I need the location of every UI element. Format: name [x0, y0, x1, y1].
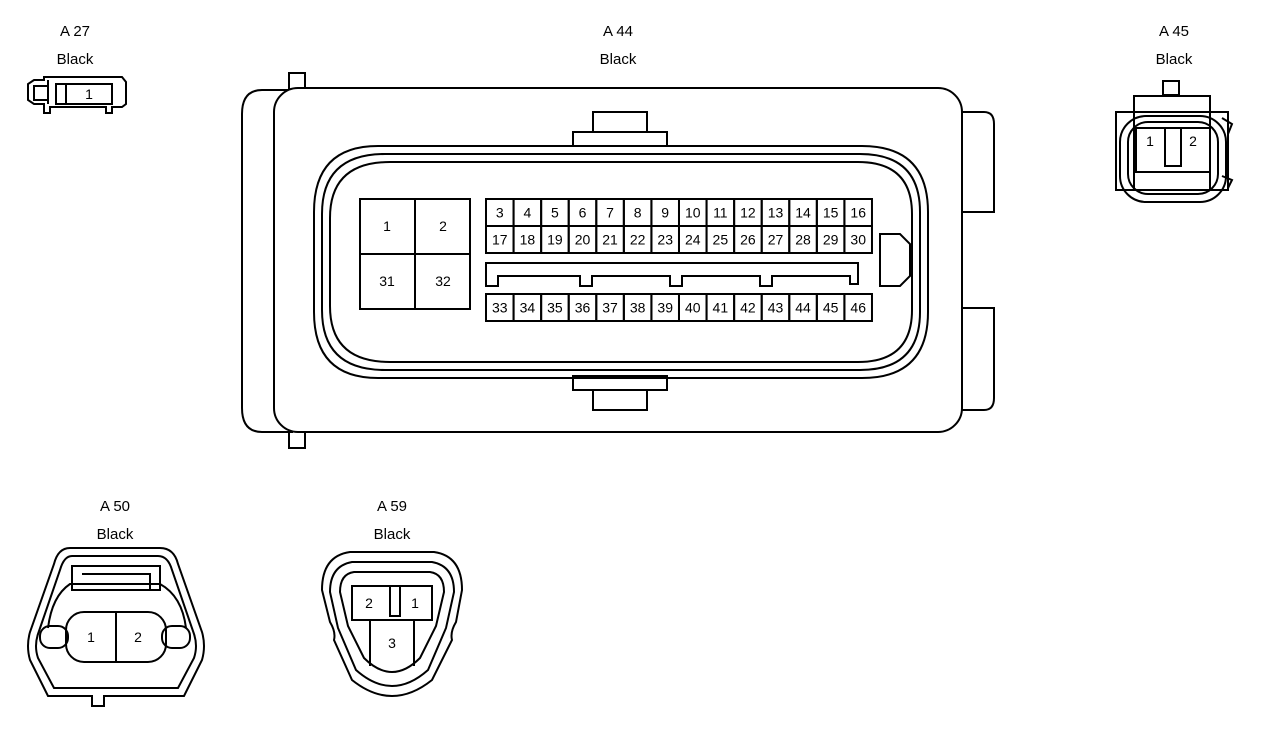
- connector-a44-pin: 46: [850, 300, 866, 316]
- connector-a27-pin: 1: [85, 86, 93, 102]
- connector-a44-pin: 24: [685, 232, 701, 248]
- connector-a44-pin: 1: [383, 218, 391, 234]
- connector-a44: A 44 Black: [241, 23, 995, 449]
- connector-a44-pin: 41: [713, 300, 729, 316]
- connector-a44-pin: 25: [713, 232, 729, 248]
- connector-a44-pin: 28: [795, 232, 811, 248]
- connector-a50-color: Black: [97, 526, 134, 543]
- connector-a59-id: A 59: [377, 498, 407, 515]
- connector-a44-pin-cell: [843, 293, 873, 322]
- connector-a44-pin: 45: [823, 300, 839, 316]
- connector-a50-pin: 1: [87, 629, 95, 645]
- connector-a45-pin: 2: [1189, 133, 1197, 149]
- connector-a44-pin: 3: [496, 205, 504, 221]
- connector-a59-pin: 2: [365, 595, 373, 611]
- connector-a44-pin: 21: [602, 232, 618, 248]
- connector-a27: A 27 Black 1: [27, 23, 127, 114]
- connector-a44-pin: 42: [740, 300, 756, 316]
- connector-a59-pin: 1: [411, 595, 419, 611]
- connector-a44-pin: 23: [657, 232, 673, 248]
- connector-a45-color: Black: [1156, 51, 1193, 68]
- connector-a44-pin: 27: [768, 232, 784, 248]
- connector-a44-pin: 4: [523, 205, 531, 221]
- connector-a44-housing: [241, 72, 995, 449]
- connector-a44-pin: 16: [850, 205, 866, 221]
- connector-a44-pin: 7: [606, 205, 614, 221]
- connector-a44-pin: 2: [439, 218, 447, 234]
- connector-a44-pin: 34: [520, 300, 536, 316]
- connector-a44-pin: 36: [575, 300, 591, 316]
- connector-a44-pin: 22: [630, 232, 646, 248]
- connector-a44-pin: 20: [575, 232, 591, 248]
- connector-a44-pin: 12: [740, 205, 756, 221]
- connector-a44-pin: 5: [551, 205, 559, 221]
- connector-a59-housing: [320, 551, 464, 698]
- connector-a44-pin: 43: [768, 300, 784, 316]
- connector-a44-pin: 30: [850, 232, 866, 248]
- connector-a44-big-pins: 1 2 31 32: [379, 218, 451, 289]
- connector-a50-housing: [27, 547, 205, 707]
- connector-a59-color: Black: [374, 526, 411, 543]
- connector-a45-id: A 45: [1159, 23, 1189, 40]
- connector-a50-id: A 50: [100, 498, 130, 515]
- connector-a44-pin: 26: [740, 232, 756, 248]
- connector-a45-pin: 1: [1146, 133, 1154, 149]
- connector-a44-pin: 18: [520, 232, 536, 248]
- connector-a44-pin: 32: [435, 273, 451, 289]
- connector-a44-pin: 6: [579, 205, 587, 221]
- connector-a50-pin: 2: [134, 629, 142, 645]
- connector-a44-pin: 13: [768, 205, 784, 221]
- connector-a44-pin: 37: [602, 300, 618, 316]
- connector-a44-pin: 29: [823, 232, 839, 248]
- connector-a59-pin: 3: [388, 635, 396, 651]
- connector-a44-pin: 40: [685, 300, 701, 316]
- connector-a44-pin: 8: [634, 205, 642, 221]
- connector-a45: A 45 Black 1 2: [1115, 23, 1234, 203]
- connector-a44-id: A 44: [603, 23, 633, 40]
- connector-a59: A 59 Black 2 1 3: [320, 498, 464, 698]
- connector-a27-id: A 27: [60, 23, 90, 40]
- connector-a44-pin: 31: [379, 273, 395, 289]
- connector-a44-pin: 19: [547, 232, 563, 248]
- connector-a44-pin: 11: [713, 205, 728, 221]
- connector-a44-pin: 10: [685, 205, 701, 221]
- connector-a44-pin: 38: [630, 300, 646, 316]
- connector-a50: A 50 Black 1 2: [27, 498, 205, 707]
- connector-a44-pin-cell: [843, 225, 873, 254]
- connector-a27-housing: [27, 76, 127, 114]
- connector-a44-pin: 14: [795, 205, 811, 221]
- connector-a44-pin: 9: [661, 205, 669, 221]
- connector-a44-pin: 15: [823, 205, 839, 221]
- connector-a45-housing: [1115, 80, 1234, 203]
- connector-a44-color: Black: [600, 51, 637, 68]
- connector-a44-pin: 17: [492, 232, 508, 248]
- connector-a44-pin: 44: [795, 300, 811, 316]
- connector-a44-pin: 35: [547, 300, 563, 316]
- connector-a27-color: Black: [57, 51, 94, 68]
- connector-a44-pin: 33: [492, 300, 508, 316]
- connector-a44-pin-grid: [485, 198, 873, 322]
- connector-a44-pin: 39: [657, 300, 673, 316]
